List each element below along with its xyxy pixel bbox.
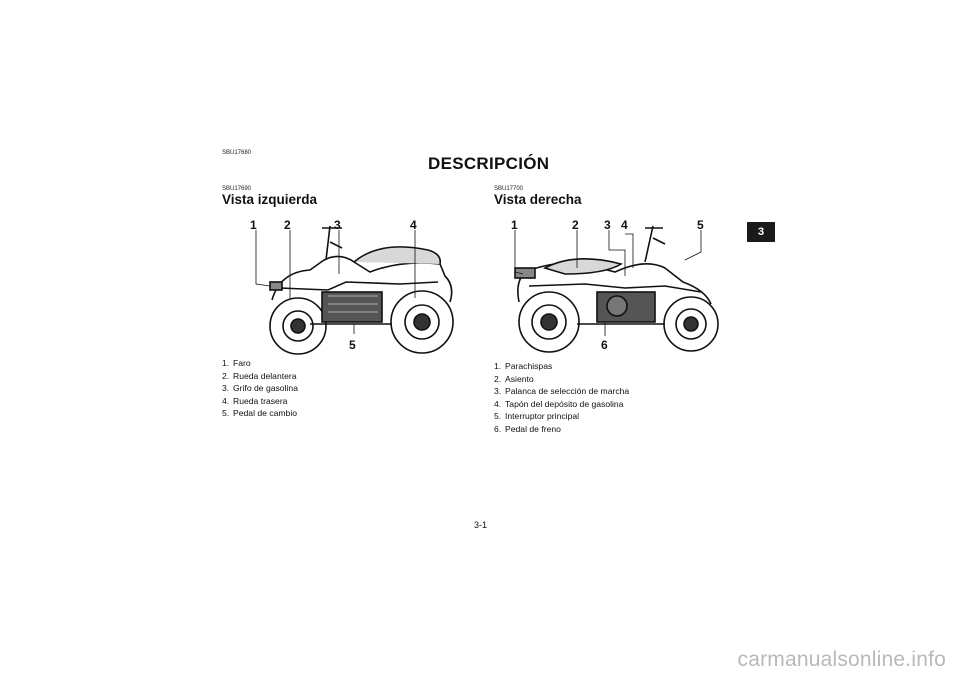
legend-item: 2.Rueda delantera xyxy=(222,370,297,381)
section-code: SBU17680 xyxy=(222,150,252,156)
right-callout-6: 6 xyxy=(601,338,608,352)
legend-item: 4.Rueda trasera xyxy=(222,395,288,406)
right-callout-4: 4 xyxy=(621,218,628,232)
legend-item: 5.Pedal de cambio xyxy=(222,408,298,419)
right-callout-1: 1 xyxy=(511,218,518,232)
left-callout-1: 1 xyxy=(250,218,257,232)
left-view-code: SBU17690 xyxy=(222,186,252,192)
legend-item: 3.Grifo de gasolina xyxy=(222,383,298,394)
left-view-heading: Vista izquierda xyxy=(222,192,318,207)
right-callout-5: 5 xyxy=(697,218,704,232)
right-legend: 1.Parachispas 2.Asiento 3.Palanca de sel… xyxy=(494,360,629,436)
legend-item: 5.Interruptor principal xyxy=(494,411,580,422)
watermark[interactable]: carmanualsonline.info xyxy=(737,648,946,671)
legend-item: 6.Pedal de freno xyxy=(494,423,561,434)
left-callout-3: 3 xyxy=(334,218,341,232)
legend-item: 1.Faro xyxy=(222,358,251,368)
left-callout-5: 5 xyxy=(349,338,356,352)
legend-item: 3.Palanca de selección de marcha xyxy=(494,386,630,397)
chapter-tab[interactable]: 3 xyxy=(747,222,775,242)
right-callout-2: 2 xyxy=(572,218,579,232)
left-legend: 1.Faro 2.Rueda delantera 3.Grifo de gaso… xyxy=(222,357,298,420)
right-callout-3: 3 xyxy=(604,218,611,232)
page-title: DESCRIPCIÓN xyxy=(428,154,550,173)
legend-item: 2.Asiento xyxy=(494,373,534,384)
right-view-code: SBU17700 xyxy=(494,186,524,192)
left-callout-2: 2 xyxy=(284,218,291,232)
right-view-heading: Vista derecha xyxy=(494,192,582,207)
atv-left-view-illustration: 1 2 3 4 5 xyxy=(250,218,454,355)
atv-right-view-illustration: 1 2 3 4 5 6 xyxy=(511,218,719,353)
legend-item: 1.Parachispas xyxy=(494,361,553,371)
legend-item: 4.Tapón del depósito de gasolina xyxy=(494,398,624,409)
left-callout-4: 4 xyxy=(410,218,417,232)
page-number: 3-1 xyxy=(474,520,488,530)
